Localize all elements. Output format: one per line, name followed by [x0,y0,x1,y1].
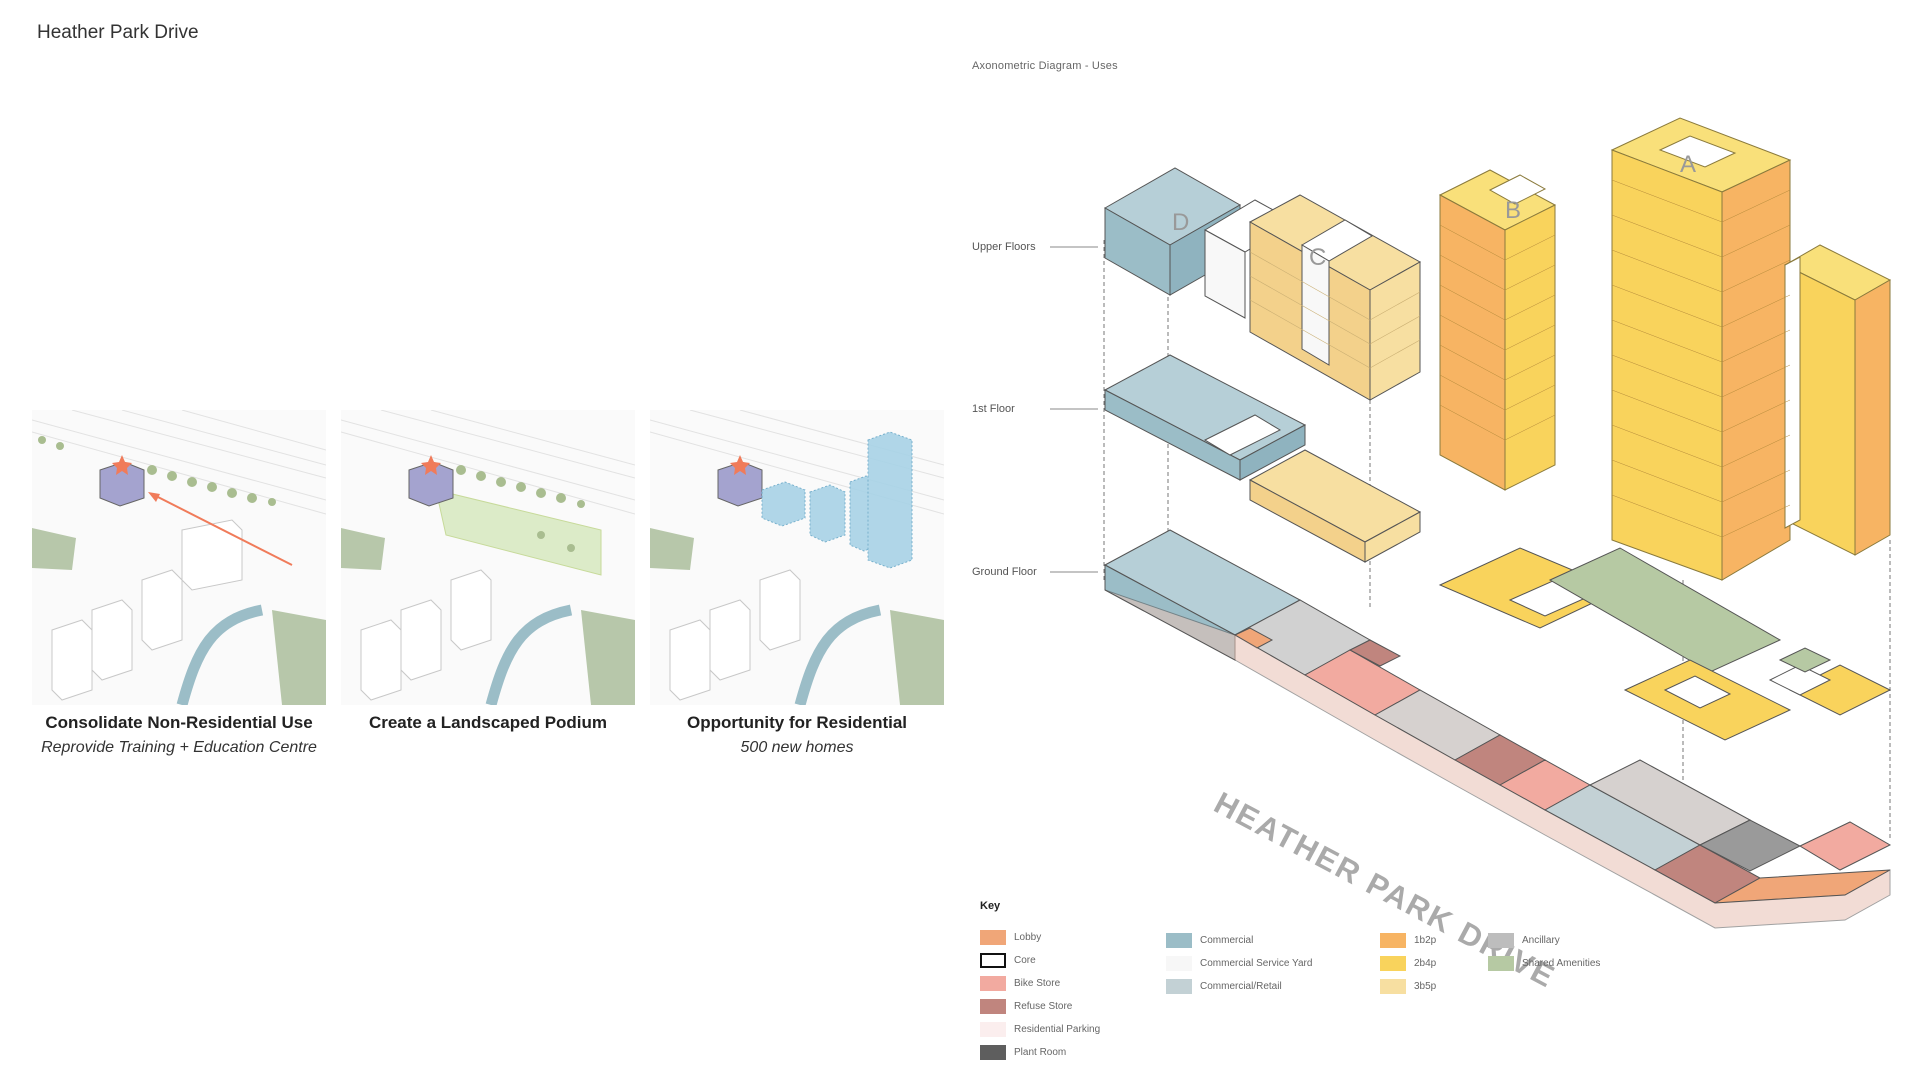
key-label: Lobby [1014,932,1042,943]
key-item-2b4p: 2b4p [1380,956,1436,971]
swatch-plant-room [980,1045,1006,1060]
swatch-3b5p [1380,979,1406,994]
caption-subtitle: Reprovide Training + Education Centre [41,739,317,756]
swatch-1b2p [1380,933,1406,948]
block-dc-upper [1103,167,1422,401]
swatch-shared-amenities [1488,956,1514,971]
floor-lines-c [1249,251,1421,369]
panel-residential [650,410,944,705]
block-letter-c: C [1309,244,1326,271]
key-item-shared-amenities: Shared Amenities [1488,956,1600,971]
swatch-2b4p [1380,956,1406,971]
key-label: Bike Store [1014,978,1061,989]
key-item-commercial-retail: Commercial/Retail [1166,979,1282,994]
swatch-residential-parking [980,1022,1006,1037]
key-item-core: Core [980,953,1036,968]
panel-consolidate [32,410,326,705]
caption-subtitle: 500 new homes [740,739,854,756]
key-item-ancillary: Ancillary [1488,933,1560,948]
key-item-3b5p: 3b5p [1380,979,1436,994]
swatch-refuse-store [980,999,1006,1014]
level-ground: Ground Floor [972,566,1037,578]
block-letter-a: A [1680,151,1696,178]
key-label: Shared Amenities [1522,958,1601,969]
swatch-lobby [980,930,1006,945]
floor-lines-b [1439,224,1556,441]
swatch-commercial-retail [1166,979,1192,994]
level-first: 1st Floor [972,403,1015,415]
floor-lines-a [1611,179,1791,538]
panel-podium [341,410,635,705]
podium-level [1438,547,1892,741]
key-title: Key [980,900,1001,912]
swatch-commercial [1166,933,1192,948]
key-item-commercial: Commercial [1166,933,1253,948]
key-item-residential-parking: Residential Parking [980,1022,1100,1037]
key-label: Commercial/Retail [1200,981,1282,992]
key-item-lobby: Lobby [980,930,1041,945]
tower-b [1438,169,1557,491]
caption-title: Opportunity for Residential [686,713,908,732]
site-sketch-1 [32,410,326,705]
key-label: Commercial Service Yard [1200,958,1313,969]
level-upper: Upper Floors [972,241,1036,253]
key-item-commercial-service-yard: Commercial Service Yard [1166,956,1312,971]
swatch-core [980,953,1006,968]
key-item-1b2p: 1b2p [1380,933,1436,948]
site-sketch-3 [650,410,944,705]
swatch-bike-store [980,976,1006,991]
tower-a [1610,117,1892,581]
caption-title: Consolidate Non-Residential Use [45,713,313,732]
diagram-title: Axonometric Diagram - Uses [972,60,1118,72]
site-sketch-2 [341,410,635,705]
key-item-plant-room: Plant Room [980,1045,1066,1060]
key-item-refuse-store: Refuse Store [980,999,1072,1014]
page-title: Heather Park Drive [37,22,199,43]
key-item-bike-store: Bike Store [980,976,1060,991]
key-label: Commercial [1200,935,1254,946]
key-label: 3b5p [1414,981,1437,992]
ground-floor-strip [1103,529,1892,929]
block-letter-d: D [1172,209,1189,236]
caption-consolidate: Consolidate Non-Residential Use Reprovid… [29,713,329,757]
key-label: Refuse Store [1014,1001,1073,1012]
key-label: Ancillary [1522,935,1560,946]
caption-residential: Opportunity for Residential 500 new home… [647,713,947,757]
swatch-commercial-service-yard [1166,956,1192,971]
block-letter-b: B [1505,197,1521,224]
key-label: 2b4p [1414,958,1437,969]
key-label: Core [1014,955,1036,966]
caption-podium: Create a Landscaped Podium [338,713,638,739]
swatch-ancillary [1488,933,1514,948]
key-label: Plant Room [1014,1047,1067,1058]
key-label: 1b2p [1414,935,1437,946]
first-floor-slabs [1103,354,1422,563]
key-label: Residential Parking [1014,1024,1101,1035]
caption-title: Create a Landscaped Podium [368,713,608,732]
